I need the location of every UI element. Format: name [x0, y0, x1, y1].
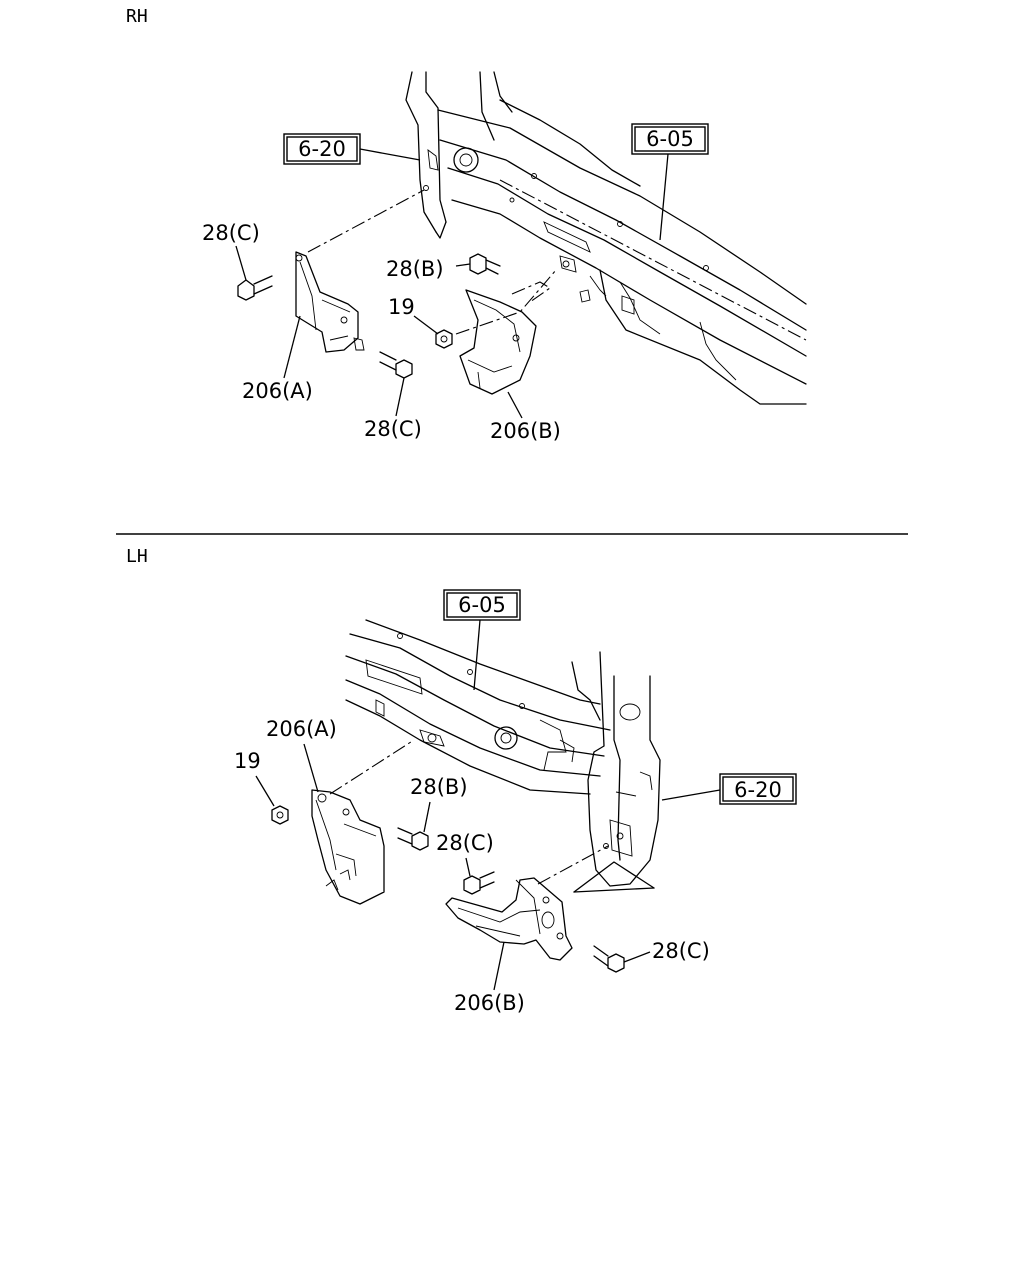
rh-nut-drawing: [435, 329, 453, 349]
rh-crossmember-drawing: [437, 99, 807, 405]
rh-bolt-c-lower-drawing: [379, 351, 413, 379]
rh-callout-bracket-a-leader: [283, 315, 301, 379]
rh-callout-bolt-b-leader: [455, 263, 471, 267]
lh-bolt-c-lower-drawing: [593, 945, 625, 973]
rh-bolt-c-upper-drawing: [237, 275, 273, 301]
rh-section: RH: [126, 6, 807, 443]
lh-alignment-line-b: [537, 845, 609, 885]
rh-alignment-line-a: [307, 189, 425, 253]
lh-callout-nut: 19: [234, 749, 261, 773]
lh-section: LH: [126, 546, 797, 1015]
lh-callout-bolt-c-upper: 28(C): [436, 831, 494, 855]
rh-callout-bracket-a: 206(A): [242, 379, 313, 403]
rh-callout-bolt-c-upper: 28(C): [202, 221, 260, 245]
rh-ref-crossmember-label: 6-05: [646, 127, 694, 151]
lh-callout-bracket-b: 206(B): [454, 991, 525, 1015]
lh-crossmember-drawing: [345, 619, 611, 795]
lh-callout-bracket-a: 206(A): [266, 717, 337, 741]
lh-bracket-b-drawing: [445, 861, 655, 961]
lh-alignment-line-a: [329, 739, 415, 795]
lh-section-title: LH: [126, 546, 148, 567]
rh-alignment-line-b: [455, 269, 557, 335]
rh-bracket-a-drawing: [295, 251, 365, 353]
rh-callout-bracket-b: 206(B): [490, 419, 561, 443]
lh-callout-bolt-b-leader: [423, 801, 431, 833]
rh-ref-crossmember-leader: [659, 153, 669, 241]
rh-callout-bracket-b-leader: [507, 391, 523, 419]
rh-frame-rail-drawing: [405, 71, 513, 239]
rh-callout-bolt-c-lower-leader: [395, 377, 405, 417]
lh-callout-bracket-a-leader: [303, 743, 319, 793]
lh-ref-frame-rail-leader: [661, 789, 721, 801]
rh-ref-crossmember: 6-05: [631, 123, 709, 155]
lh-callout-nut-leader: [255, 775, 275, 807]
lh-bracket-a-drawing: [311, 789, 385, 905]
lh-ref-crossmember-leader: [473, 619, 481, 691]
rh-callout-nut: 19: [388, 295, 415, 319]
lh-callout-bolt-c-lower-leader: [623, 951, 651, 963]
rh-bolt-b-drawing: [469, 253, 501, 275]
rh-callout-nut-leader: [413, 315, 439, 335]
rh-ref-frame-rail: 6-20: [283, 133, 361, 165]
lh-callout-bracket-b-leader: [493, 941, 505, 991]
lh-callout-bolt-c-lower: 28(C): [652, 939, 710, 963]
lh-frame-rail-drawing: [571, 651, 661, 887]
lh-ref-crossmember-label: 6-05: [458, 593, 506, 617]
lh-callout-bolt-c-upper-leader: [465, 857, 471, 877]
lh-bolt-c-upper-drawing: [463, 871, 495, 895]
rh-section-title: RH: [126, 6, 148, 27]
rh-callout-bolt-b: 28(B): [386, 257, 444, 281]
lh-ref-frame-rail-label: 6-20: [734, 778, 782, 802]
lh-nut-drawing: [271, 805, 289, 825]
lh-ref-crossmember: 6-05: [443, 589, 521, 621]
lh-bolt-b-drawing: [397, 827, 429, 851]
lh-callout-bolt-b: 28(B): [410, 775, 468, 799]
rh-bracket-b-drawing: [459, 281, 552, 395]
lh-ref-frame-rail: 6-20: [719, 773, 797, 805]
rh-ref-frame-rail-label: 6-20: [298, 137, 346, 161]
rh-ref-frame-rail-leader: [359, 148, 421, 161]
rh-callout-bolt-c-lower: 28(C): [364, 417, 422, 441]
rh-callout-bolt-c-upper-leader: [235, 245, 247, 281]
